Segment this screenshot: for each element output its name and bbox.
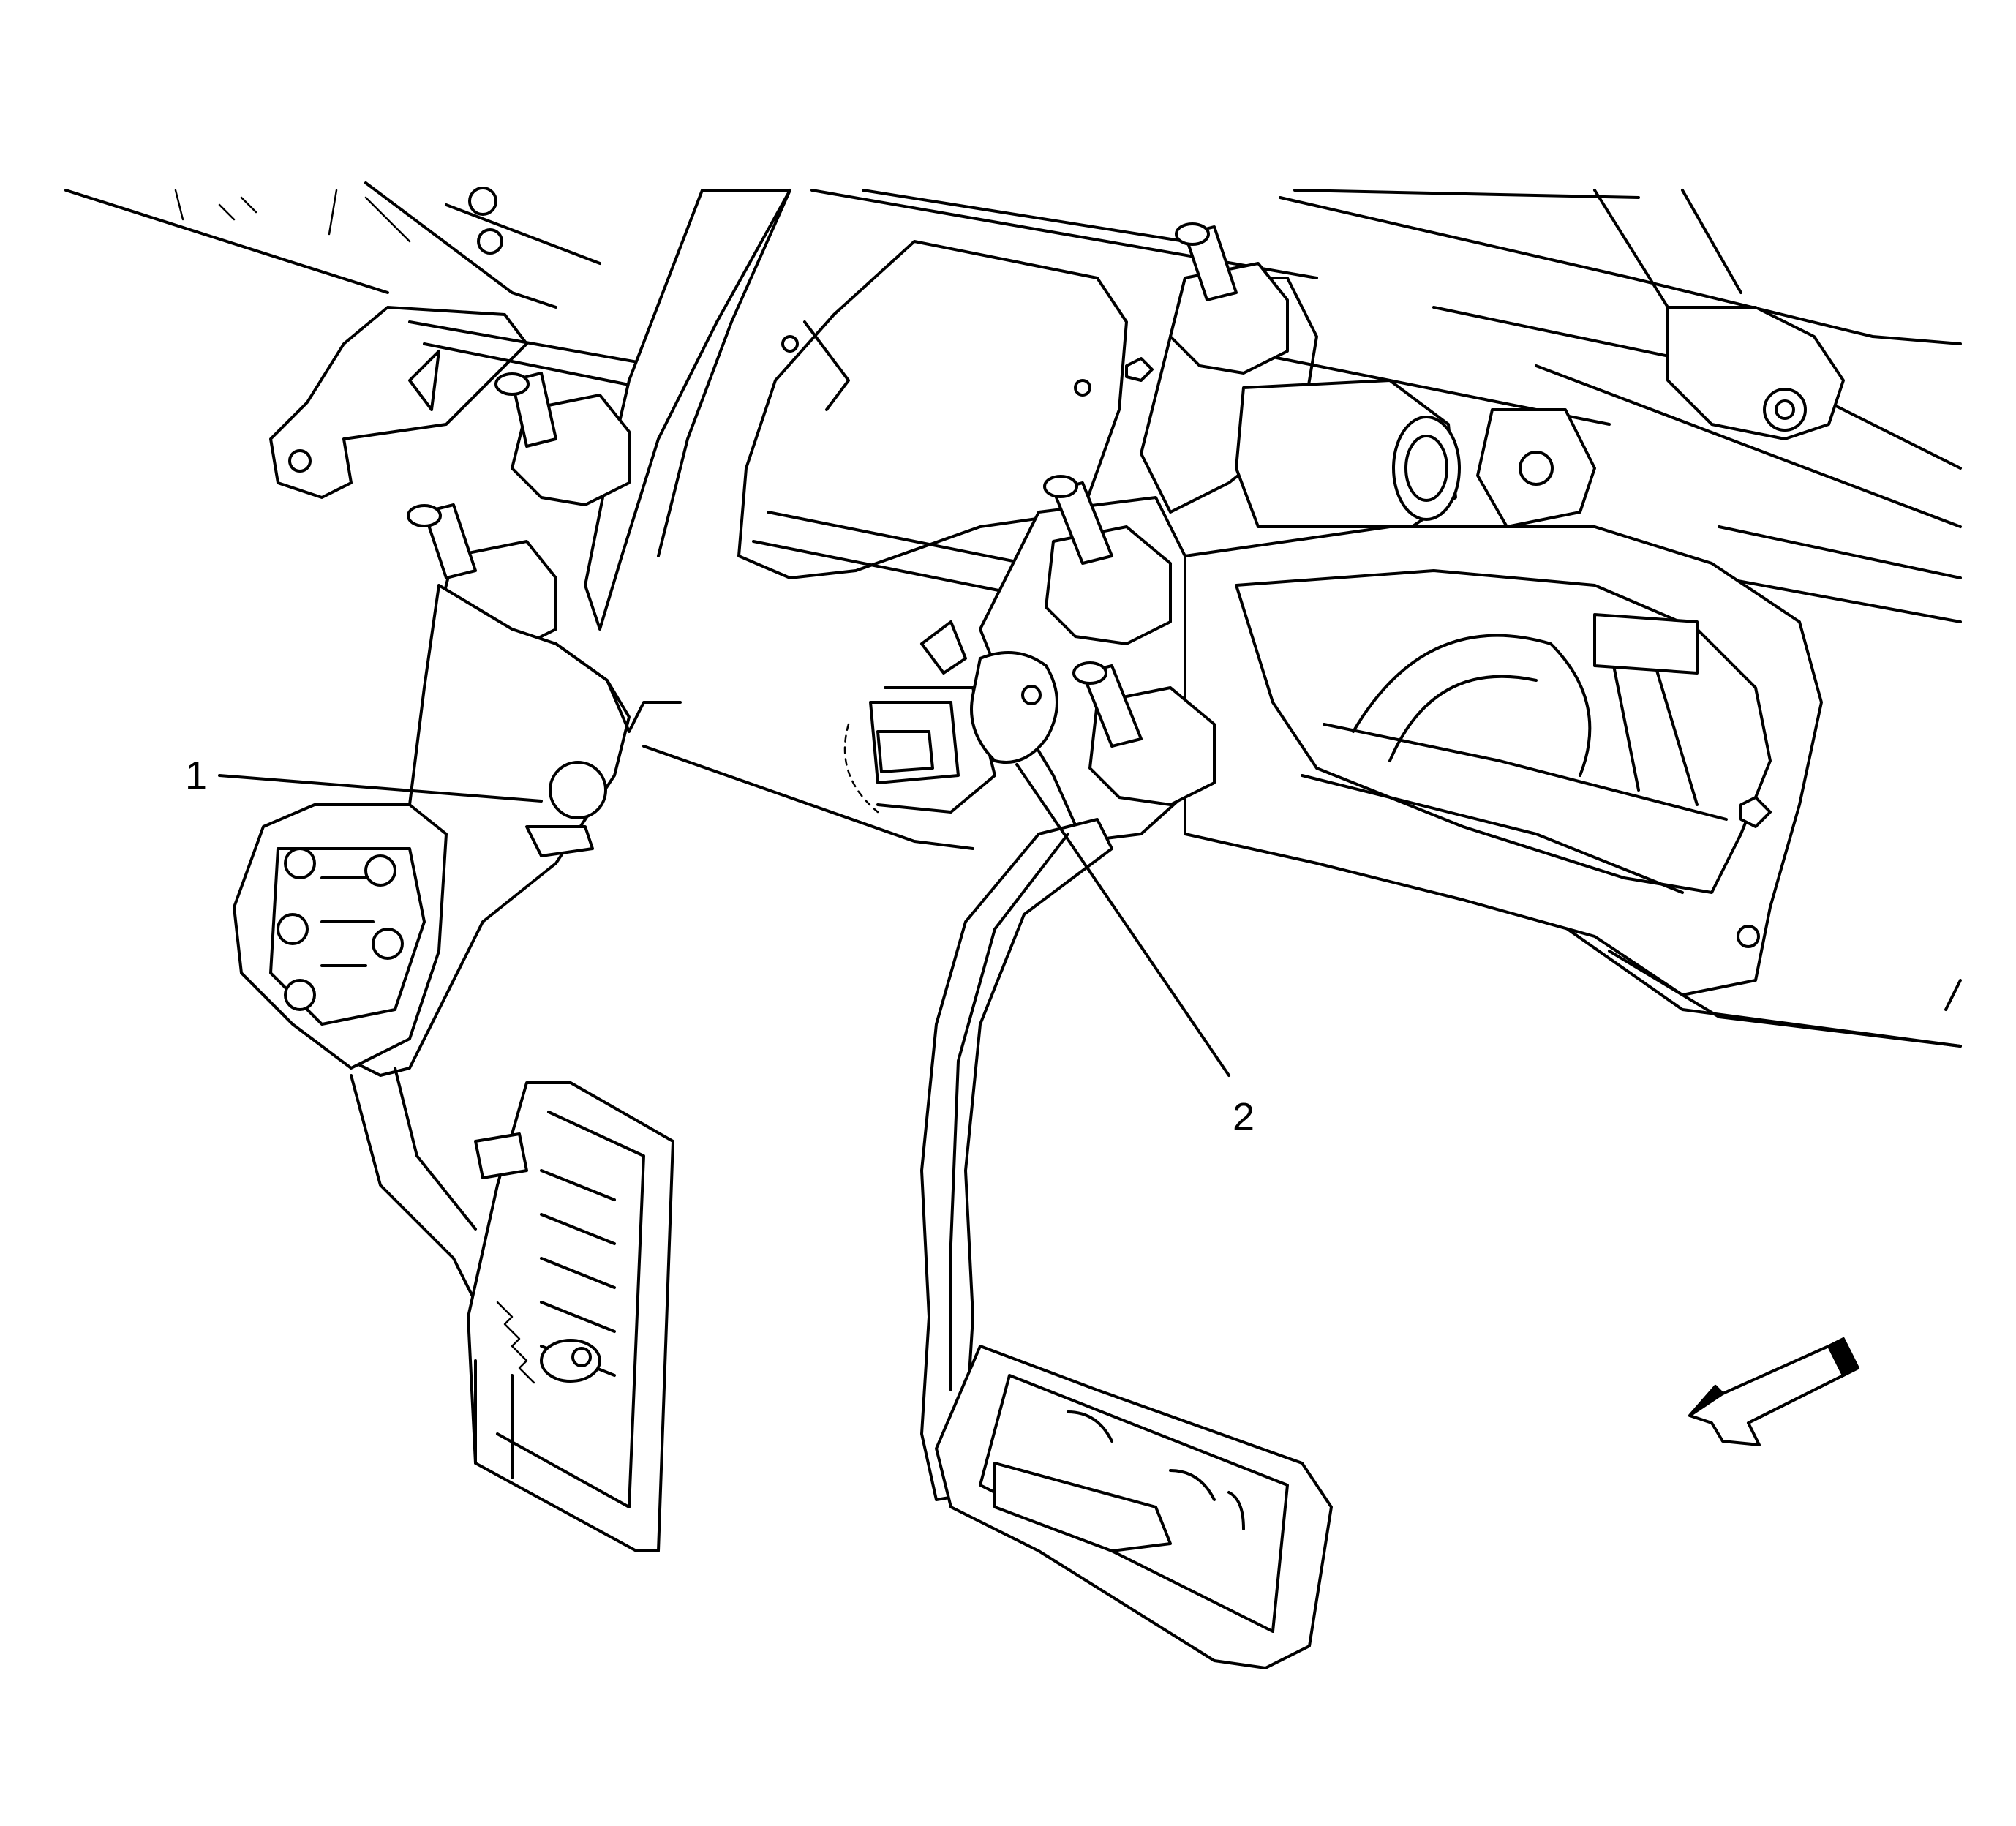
callout-2: 2	[1015, 763, 1255, 1139]
callout-1: 1	[185, 754, 543, 803]
callout-2-label: 2	[1233, 1095, 1255, 1139]
direction-arrow-icon	[1688, 1337, 1859, 1446]
brake-pedal	[920, 818, 1333, 1669]
brake-pedal-position-sensor	[843, 620, 1058, 814]
accelerator-pedal	[467, 1081, 674, 1552]
mounting-studs	[407, 222, 1289, 806]
callout-1-label: 1	[185, 754, 207, 797]
dash-frame	[64, 181, 1962, 1048]
clutch-pedal	[233, 584, 682, 1318]
